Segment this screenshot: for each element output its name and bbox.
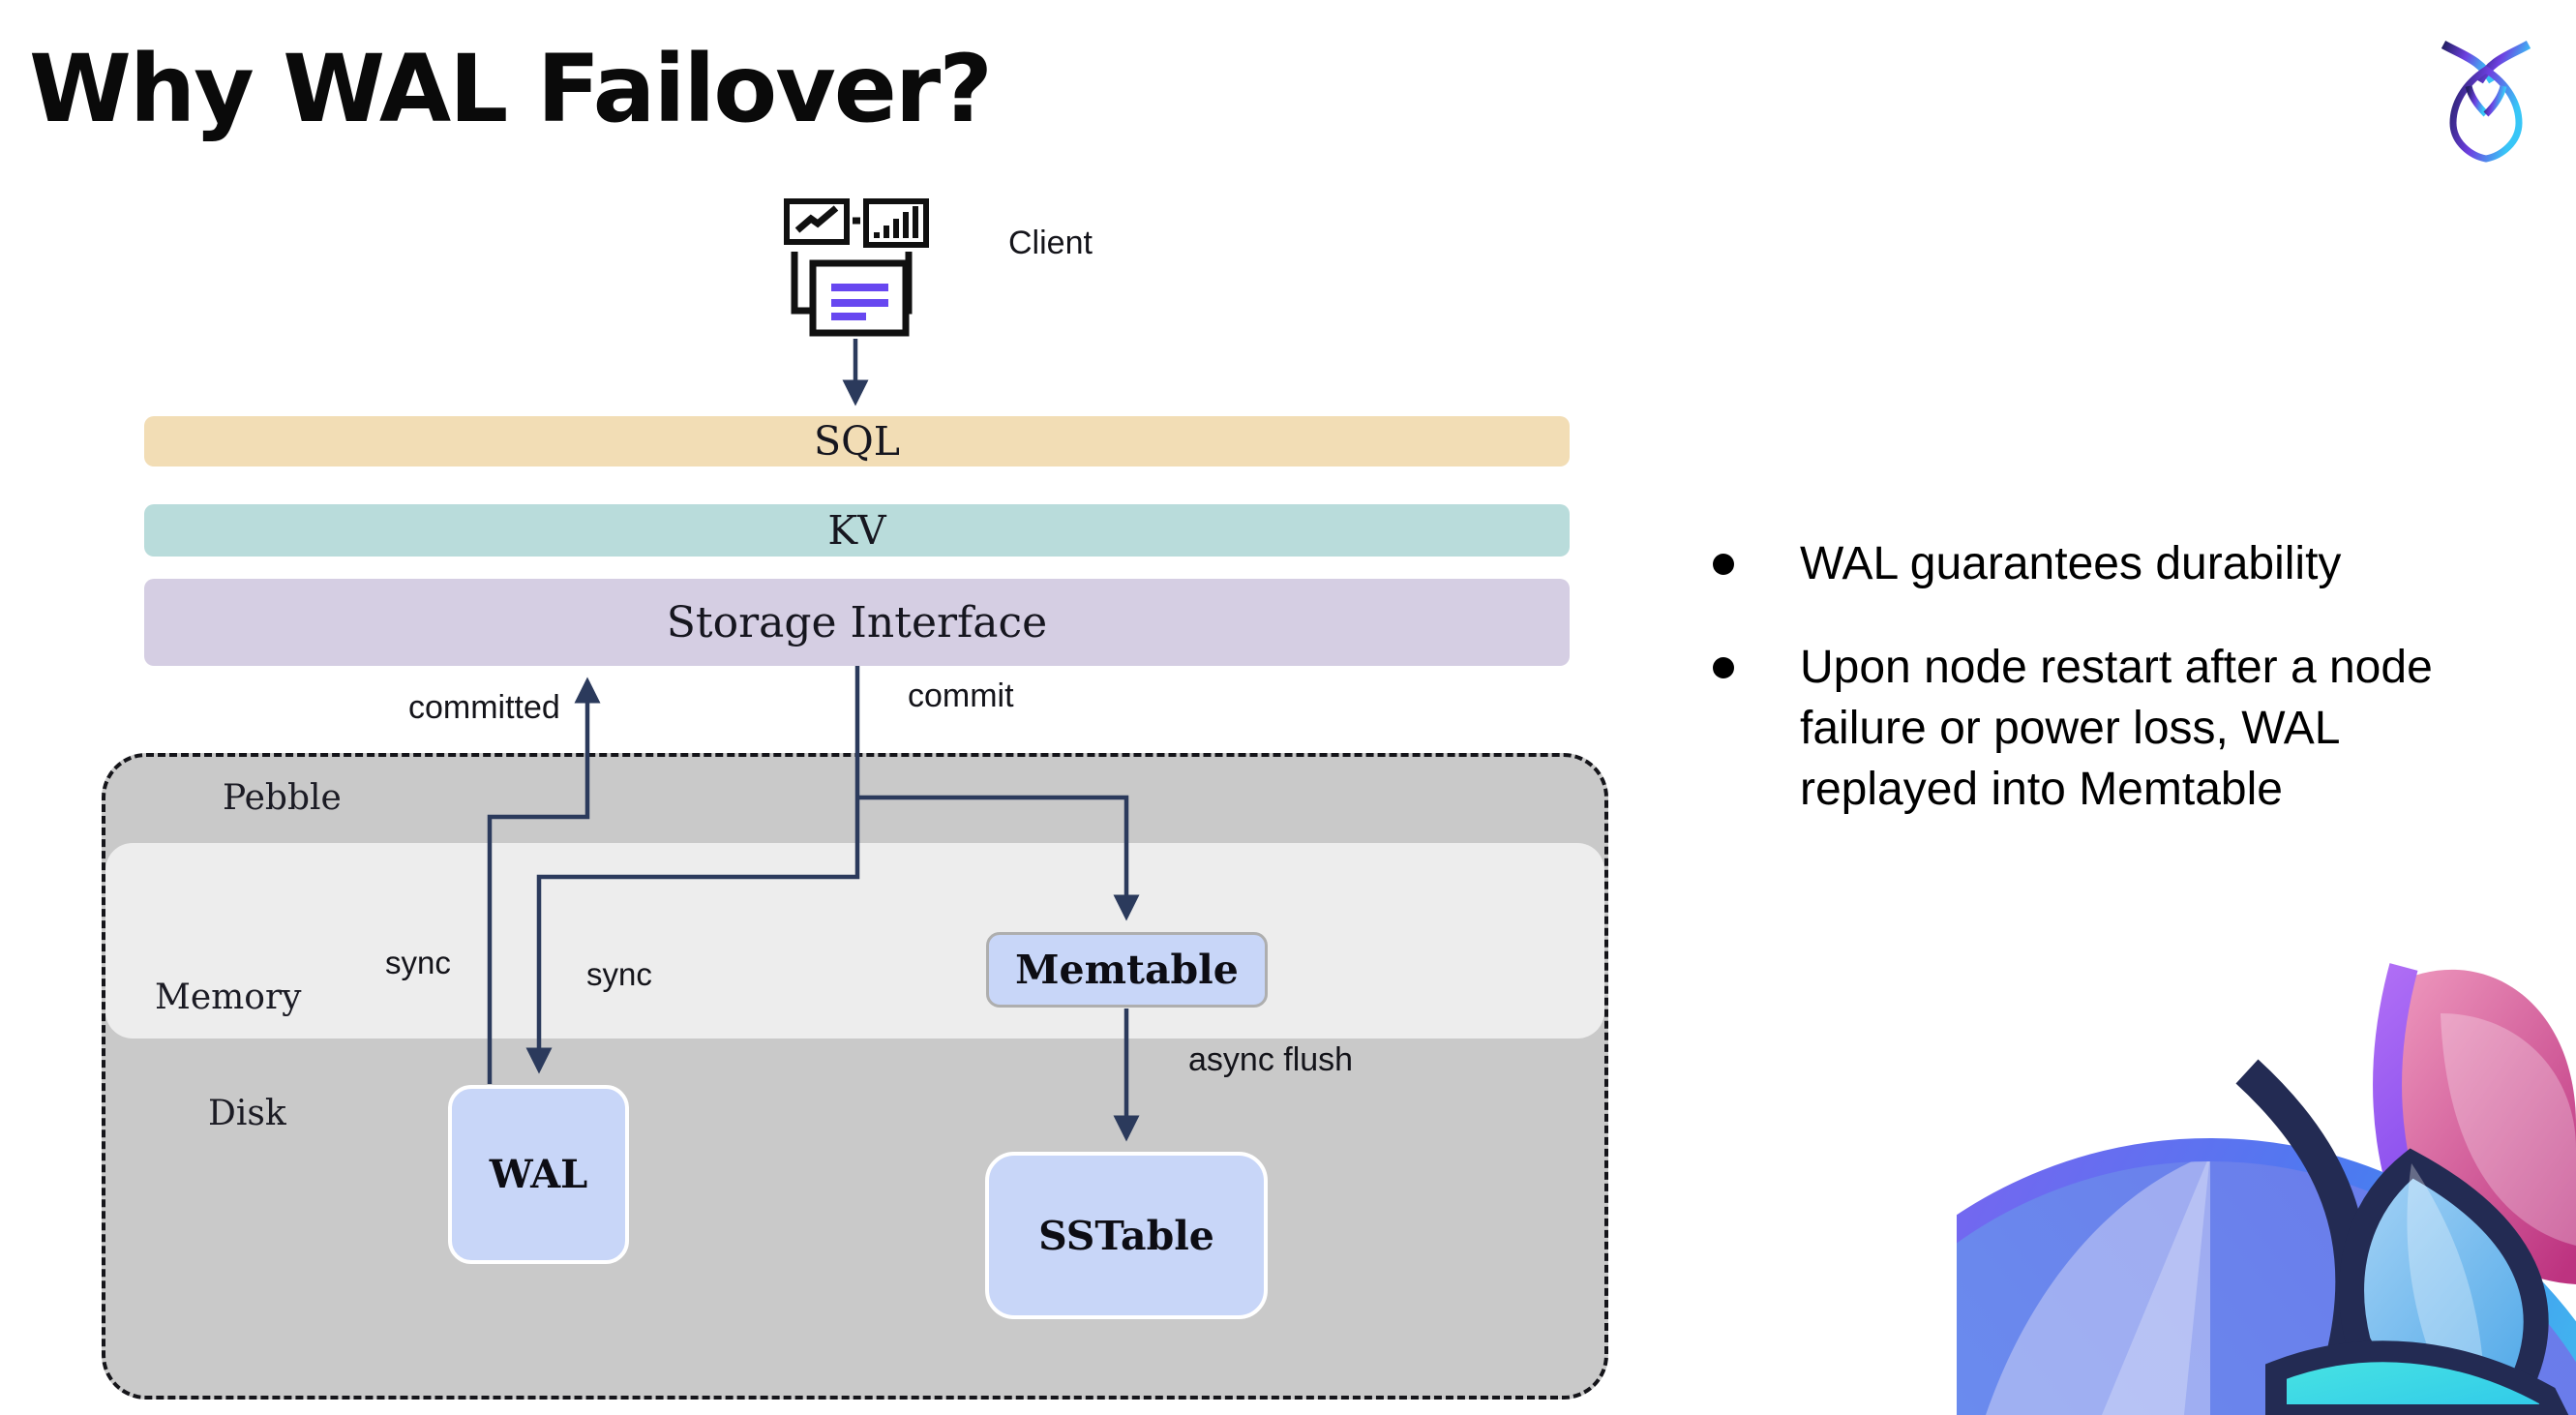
bullet-dot-icon <box>1713 656 1734 678</box>
slide-title: Why WAL Failover? <box>29 35 993 143</box>
cockroachdb-logo-icon <box>2441 41 2531 163</box>
bullet-item: WAL guarantees durability <box>1713 534 2545 595</box>
bullet-item: Upon node restart after a node failure o… <box>1713 638 2545 821</box>
memtable-node: Memtable <box>986 932 1268 1008</box>
client-label: Client <box>1008 225 1093 261</box>
document-text-lines <box>831 284 888 320</box>
pebble-container: Pebble Memory Disk <box>102 753 1608 1400</box>
pebble-label: Pebble <box>223 778 342 818</box>
commit-edge-label: commit <box>908 677 1014 714</box>
bullet-list: WAL guarantees durability Upon node rest… <box>1713 534 2545 863</box>
sql-layer-label: SQL <box>814 418 900 465</box>
memtable-node-label: Memtable <box>1015 947 1239 993</box>
client-apps-icon <box>784 198 929 337</box>
sync-right-edge-label: sync <box>586 956 652 992</box>
disk-label: Disk <box>208 1094 286 1133</box>
sstable-node-label: SSTable <box>1038 1212 1214 1259</box>
sstable-node: SSTable <box>985 1152 1268 1319</box>
storage-interface-label: Storage Interface <box>666 597 1048 647</box>
memory-region <box>105 843 1604 1039</box>
document-icon <box>809 259 910 337</box>
wal-node: WAL <box>448 1085 629 1264</box>
line-chart-icon <box>784 198 850 245</box>
sql-layer-bar: SQL <box>144 416 1570 467</box>
committed-edge-label: committed <box>408 689 560 726</box>
wal-node-label: WAL <box>489 1152 588 1197</box>
bullet-text: WAL guarantees durability <box>1800 538 2342 589</box>
storage-interface-layer-bar: Storage Interface <box>144 579 1570 666</box>
async-flush-edge-label: async flush <box>1188 1041 1354 1078</box>
memory-label: Memory <box>155 978 302 1017</box>
kv-layer-bar: KV <box>144 504 1570 557</box>
bullet-dot-icon <box>1713 554 1734 575</box>
kv-layer-label: KV <box>827 507 886 554</box>
sync-left-edge-label: sync <box>385 945 451 980</box>
brand-decoration-art <box>1957 963 2576 1415</box>
bullet-text: Upon node restart after a node failure o… <box>1800 641 2433 815</box>
